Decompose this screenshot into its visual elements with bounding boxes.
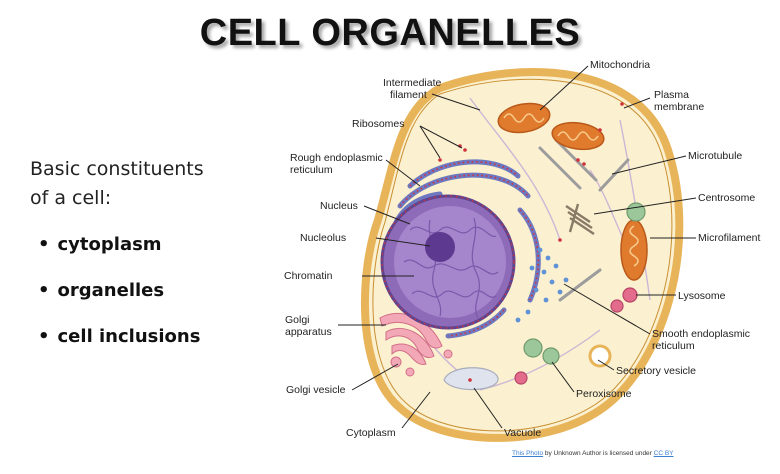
- golgi-shapes: [379, 312, 453, 377]
- bullet-label: cytoplasm: [57, 234, 162, 255]
- nucleus-envelope-dots: [381, 195, 515, 329]
- label-chromatin: Chromatin: [284, 270, 333, 282]
- intro-text: Basic constituents of a cell:: [30, 155, 280, 213]
- secretory-vesicle-shape: [588, 344, 612, 368]
- label-nucleolus: Nucleolus: [300, 232, 346, 244]
- label-golgi-apparatus-2: apparatus: [285, 326, 332, 338]
- label-rough-er-1: Rough endoplasmic: [290, 152, 383, 164]
- label-lysosome: Lysosome: [678, 290, 726, 302]
- label-cytoplasm: Cytoplasm: [346, 427, 396, 439]
- chromatin-strands: [403, 217, 499, 319]
- centrosome-shape: [565, 203, 595, 235]
- bullet-label: cell inclusions: [57, 326, 201, 347]
- attribution-text: by Unknown Author is licensed under: [543, 450, 654, 457]
- nucleolus-shape: [425, 232, 455, 262]
- image-attribution: This Photo by Unknown Author is licensed…: [512, 450, 674, 457]
- label-intermediate-filament-2: filament: [390, 89, 427, 101]
- label-golgi-apparatus-1: Golgi: [285, 314, 310, 326]
- label-microtubule: Microtubule: [688, 150, 742, 162]
- peroxisome-shapes: [523, 202, 646, 365]
- label-nucleus: Nucleus: [320, 200, 358, 212]
- nucleoplasm: [394, 206, 506, 318]
- bullet-dot-icon: •: [38, 234, 50, 255]
- label-secretory-vesicle: Secretory vesicle: [616, 365, 696, 377]
- label-microfilament: Microfilament: [698, 232, 761, 244]
- label-centrosome: Centrosome: [698, 192, 755, 204]
- rough-er-ribosome-dots: [399, 161, 540, 337]
- attribution-photo-link[interactable]: This Photo: [512, 450, 544, 457]
- smooth-er-shapes: [515, 247, 569, 323]
- label-leader-lines: [338, 65, 697, 429]
- label-golgi-vesicle: Golgi vesicle: [286, 384, 346, 396]
- label-ribosomes: Ribosomes: [352, 118, 405, 130]
- label-peroxisome: Peroxisome: [576, 388, 632, 400]
- bullet-dot-icon: •: [38, 326, 50, 347]
- mitochondria-shapes: [497, 102, 648, 281]
- label-vacuole: Vacuole: [504, 427, 541, 439]
- label-intermediate-filament-1: Intermediate: [383, 77, 442, 89]
- bullet-item: • organelles: [38, 278, 200, 324]
- bullet-dot-icon: •: [38, 280, 50, 301]
- attribution-license-link[interactable]: CC BY: [653, 450, 674, 457]
- label-plasma-membrane-2: membrane: [654, 101, 704, 113]
- slide-title: CELL ORGANELLES: [199, 12, 581, 54]
- label-rough-er-2: reticulum: [290, 164, 333, 176]
- lysosome-shapes: [514, 287, 638, 385]
- intro-line-1: Basic constituents: [30, 158, 204, 180]
- bullet-item: • cell inclusions: [38, 324, 200, 370]
- label-mitochondria: Mitochondria: [590, 59, 650, 71]
- bullet-list: • cytoplasm • organelles • cell inclusions: [38, 232, 200, 370]
- intro-line-2: of a cell:: [30, 187, 112, 209]
- microtubule-rods: [538, 138, 630, 302]
- label-plasma-membrane-1: Plasma: [654, 89, 689, 101]
- bullet-label: organelles: [57, 280, 165, 301]
- plasma-membrane-inner-line: [372, 78, 673, 432]
- label-smooth-er-1: Smooth endoplasmic: [652, 328, 750, 340]
- bullet-item: • cytoplasm: [38, 232, 200, 278]
- label-smooth-er-2: reticulum: [652, 340, 695, 352]
